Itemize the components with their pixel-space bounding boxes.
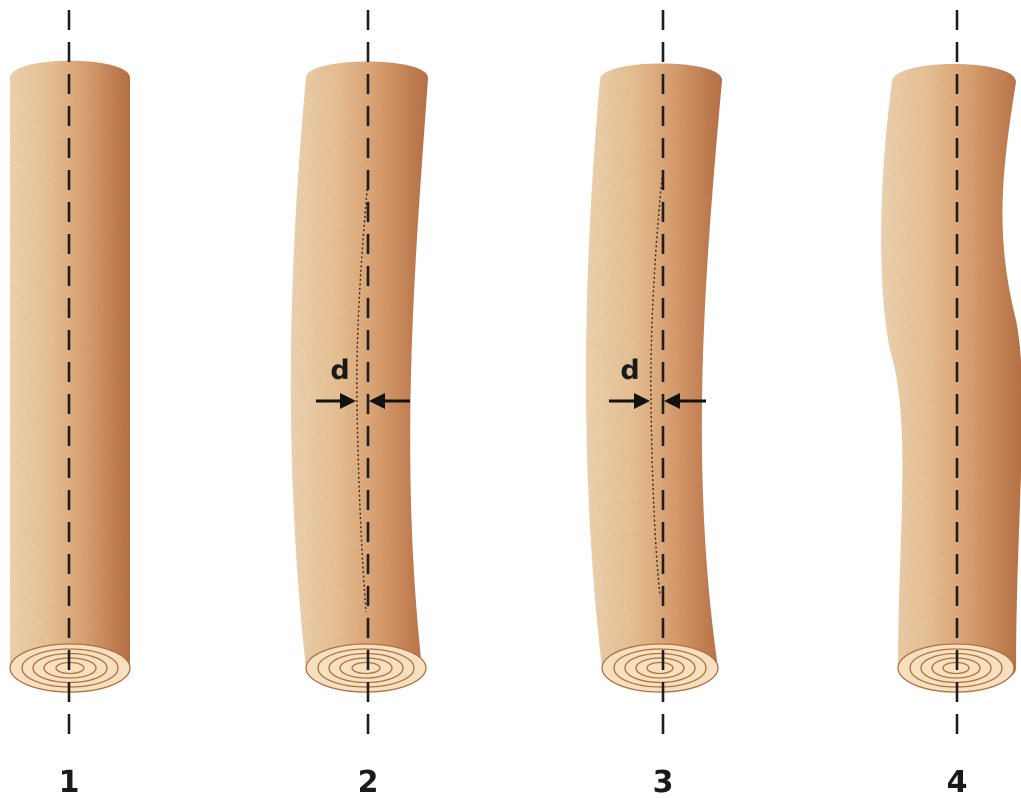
log-3-label: 3 [653,765,674,799]
log-1: 1 [10,10,130,799]
log-2-body [291,62,428,688]
log-3-body [586,64,722,688]
log-2: d 2 [291,10,428,799]
log-2-deviation-label: d [330,355,349,386]
log-2-label: 2 [358,765,379,799]
log-4-label: 4 [947,765,968,799]
log-2-end-rings [306,644,426,692]
log-4-body [881,64,1021,688]
log-3-deviation-label: d [620,355,639,386]
log-3: d 3 [586,10,722,799]
log-4: 4 [881,10,1021,799]
log-3-end-rings [602,644,718,692]
log-1-label: 1 [59,765,80,799]
